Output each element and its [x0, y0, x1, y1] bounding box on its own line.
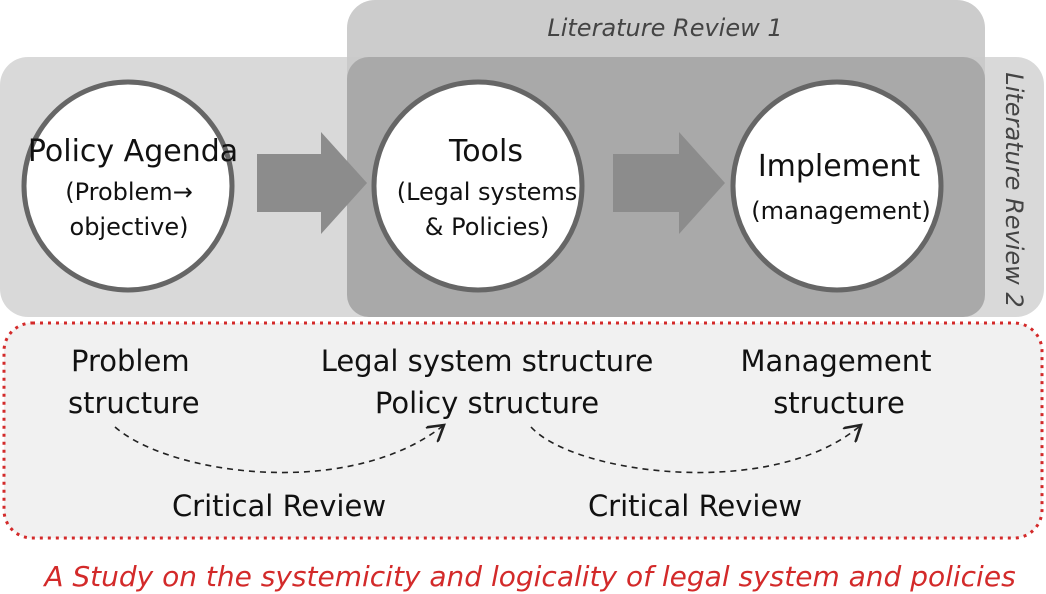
critical-review-arrow-right — [530, 425, 861, 474]
critical-review-arrow-left — [114, 425, 444, 474]
problem-structure-line-2: structure — [68, 386, 200, 420]
arrow-agenda-to-tools — [257, 132, 367, 234]
node-subtitle-policy-agenda-line-2: objective) — [69, 213, 189, 241]
arrow-tools-to-implement — [613, 132, 725, 234]
node-subtitle-policy-agenda-line-1: (Problem→ — [65, 178, 193, 206]
node-subtitle-implement: (management) — [751, 197, 931, 225]
policy-agenda-circle — [21, 79, 235, 293]
critical-review-label-right: Critical Review — [587, 489, 803, 523]
literature-review-2-label: Literature Review 2 — [1000, 72, 1028, 308]
node-title-policy-agenda: Policy Agenda — [27, 134, 239, 169]
management-structure-line-2: structure — [773, 386, 905, 420]
legal-system-structure-label: Legal system structure — [320, 344, 654, 378]
study-caption: A Study on the systemicity and logicalit… — [44, 560, 1016, 593]
literature-review-1-label: Literature Review 1 — [547, 14, 783, 42]
node-subtitle-tools-line-2: & Policies) — [424, 213, 550, 241]
critical-review-box — [2, 321, 1044, 540]
node-title-tools: Tools — [449, 134, 523, 169]
node-subtitle-tools-line-1: (Legal systems — [396, 178, 578, 206]
critical-review-label-left: Critical Review — [171, 489, 387, 523]
tools-circle — [371, 79, 585, 293]
implement-circle — [730, 79, 944, 293]
policy-structure-label: Policy structure — [374, 386, 600, 420]
node-title-implement: Implement — [757, 149, 921, 184]
problem-structure-line-1: Problem — [71, 344, 190, 378]
management-structure-line-1: Management — [740, 344, 932, 378]
